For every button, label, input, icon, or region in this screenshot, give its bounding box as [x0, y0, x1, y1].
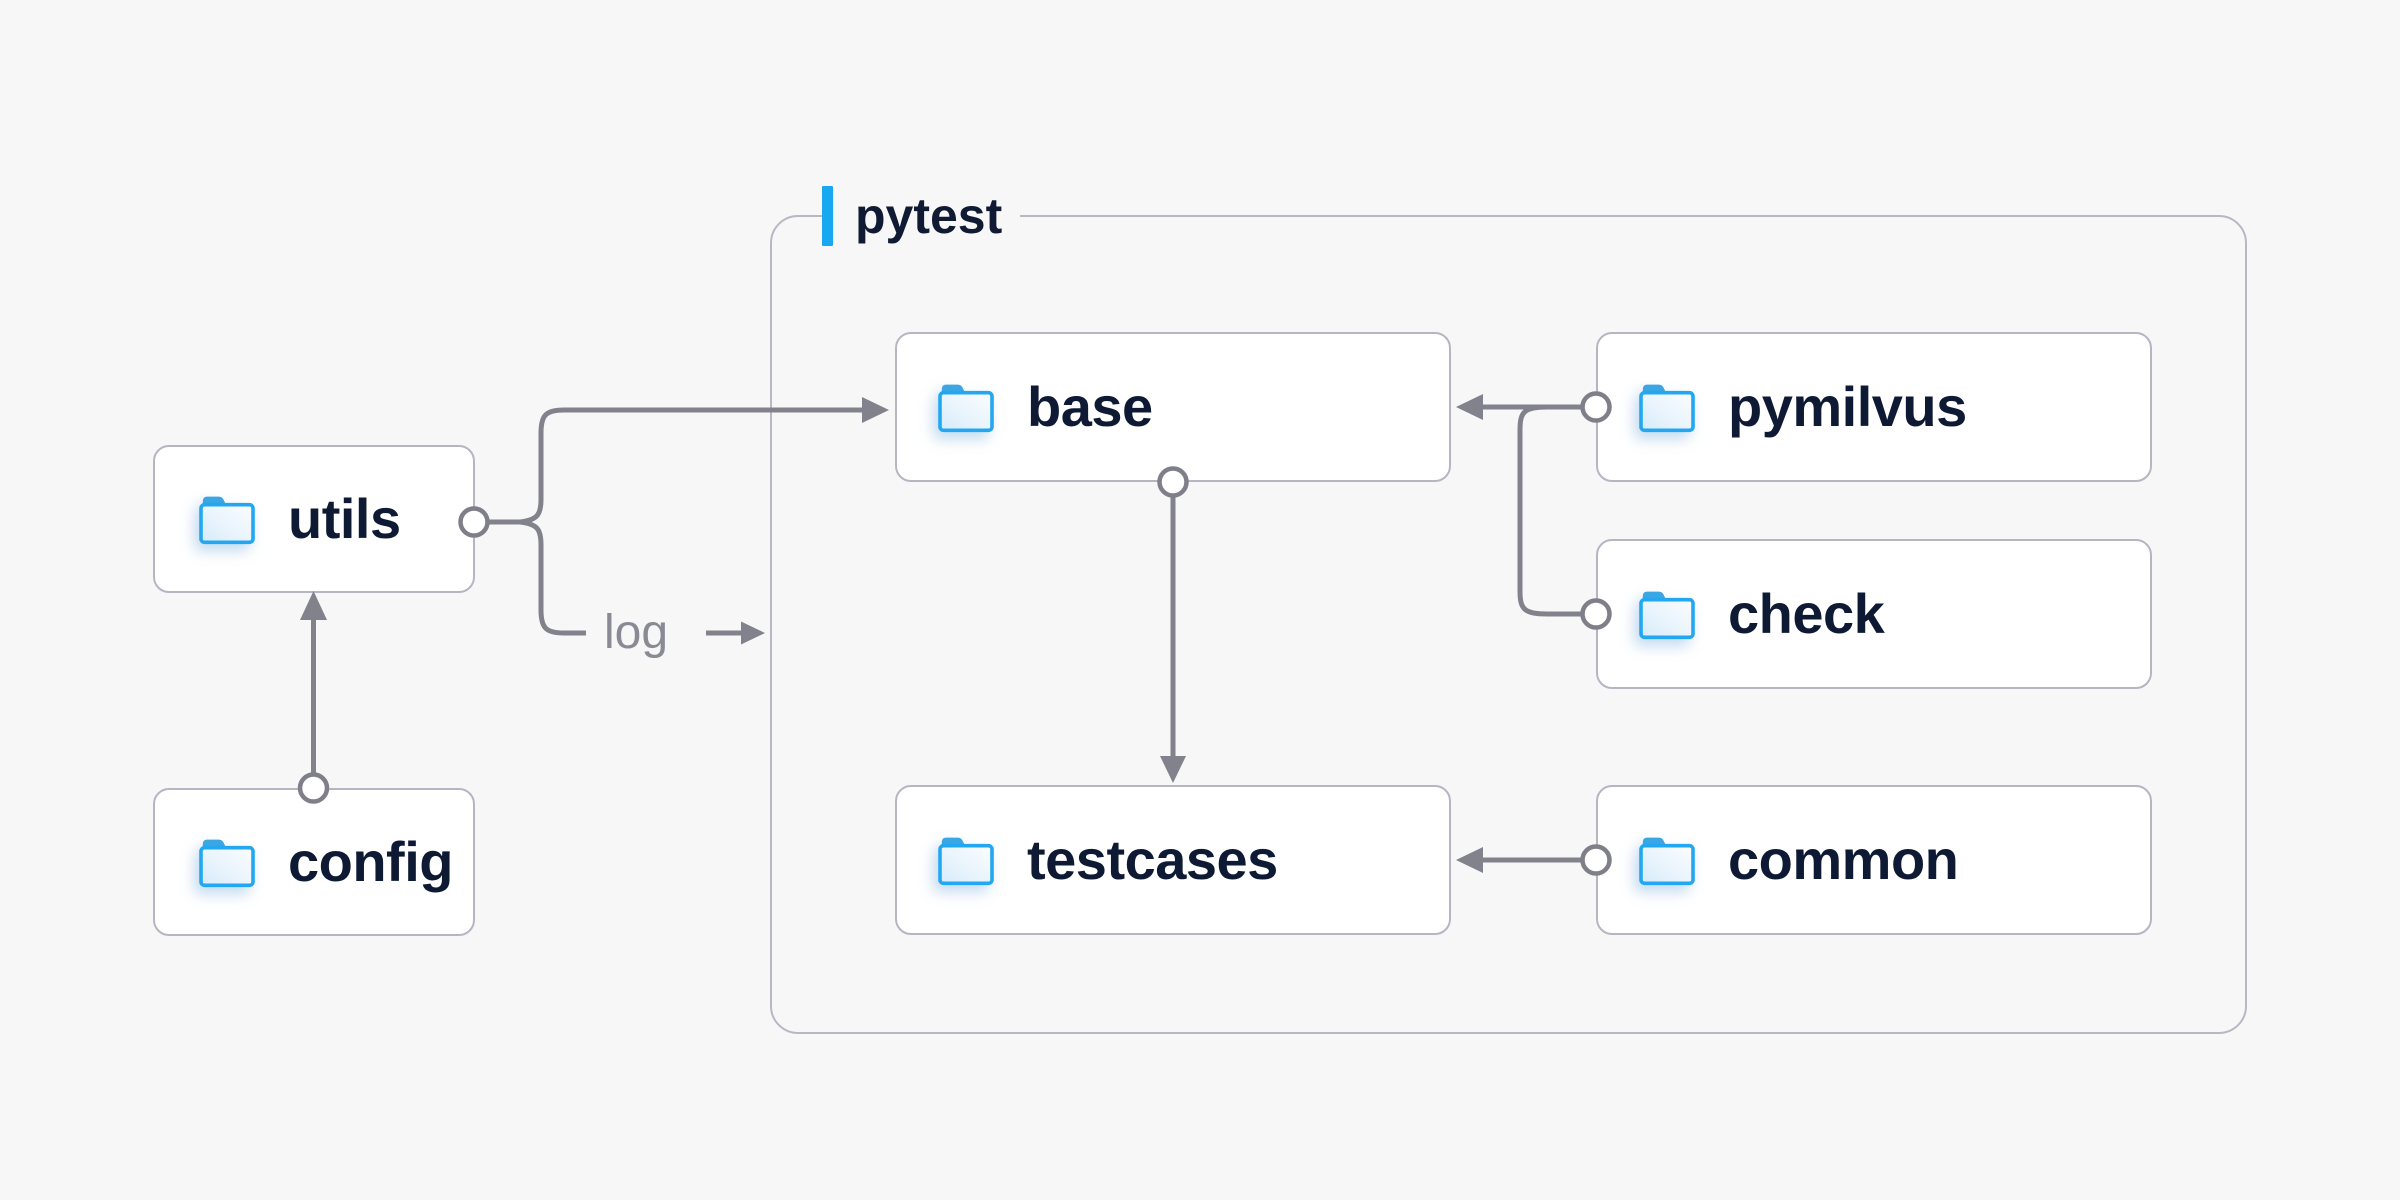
node-label: utils — [288, 487, 401, 550]
accent-bar-icon — [822, 186, 833, 246]
node-common: common — [1596, 785, 2152, 935]
node-base: base — [895, 332, 1451, 482]
node-label: check — [1728, 582, 1885, 645]
arrowhead-into-utils — [300, 591, 327, 620]
folder-icon — [199, 496, 255, 545]
pytest-group-container — [770, 215, 2247, 1034]
node-label: pymilvus — [1728, 375, 1967, 438]
folder-icon — [1639, 591, 1695, 640]
edge-utils-log — [519, 519, 586, 636]
folder-icon — [1639, 384, 1695, 433]
log-edge-label: log — [604, 606, 669, 659]
folder-icon — [938, 384, 994, 433]
arrowhead-log — [741, 621, 765, 645]
node-config: config — [153, 788, 475, 936]
pytest-group-label: pytest — [822, 184, 1021, 248]
node-utils: utils — [153, 445, 475, 593]
folder-icon — [1639, 837, 1695, 886]
node-label: config — [288, 830, 453, 893]
node-label: common — [1728, 828, 1959, 891]
node-pymilvus: pymilvus — [1596, 332, 2152, 482]
node-label: testcases — [1027, 828, 1278, 891]
pytest-group-title: pytest — [855, 188, 1003, 244]
node-label: base — [1027, 375, 1153, 438]
node-testcases: testcases — [895, 785, 1451, 935]
folder-icon — [199, 839, 255, 888]
folder-icon — [938, 837, 994, 886]
node-check: check — [1596, 539, 2152, 689]
